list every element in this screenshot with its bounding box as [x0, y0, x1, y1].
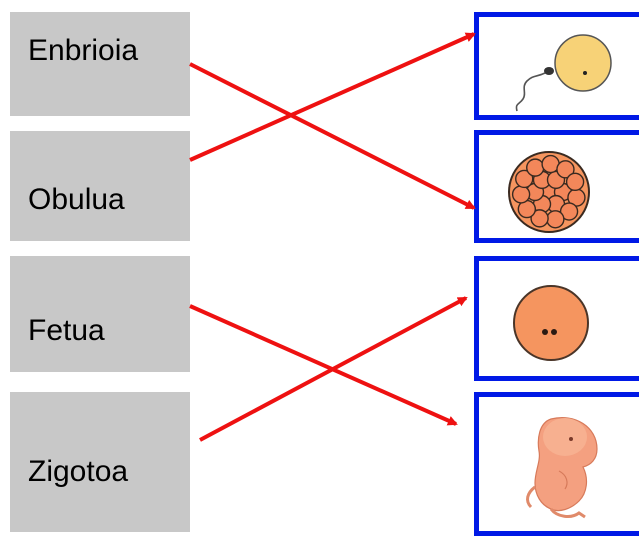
- arrow-zigotoa-to-zygote-cell: [200, 298, 466, 440]
- arrow-enbrioia-to-morula: [190, 64, 474, 208]
- arrow-obulua-to-sperm-and-ovum: [190, 34, 474, 160]
